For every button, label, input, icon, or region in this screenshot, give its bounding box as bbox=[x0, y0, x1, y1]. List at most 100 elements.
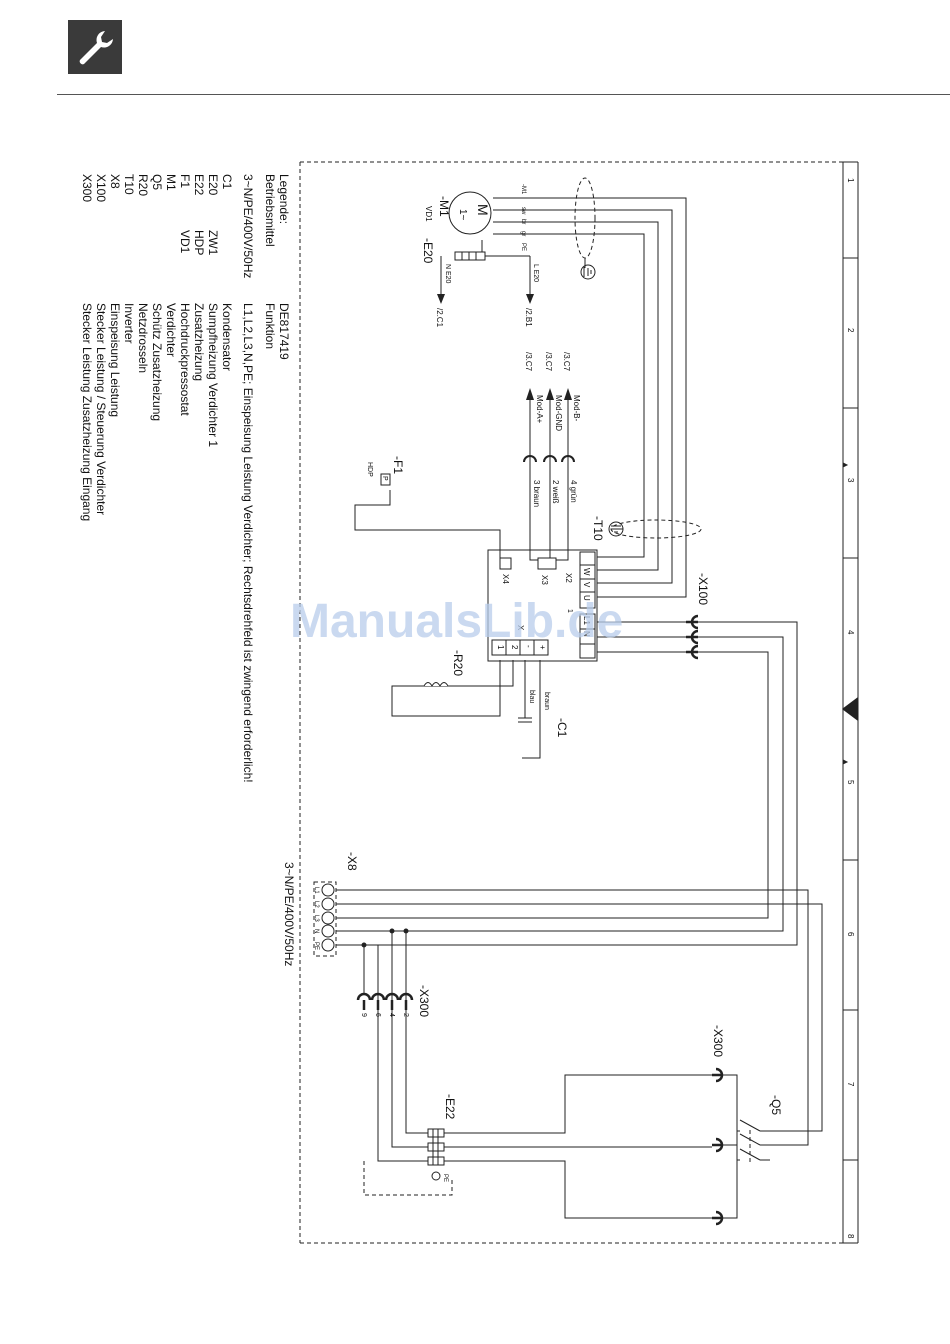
svg-text:N: N bbox=[582, 631, 591, 637]
legend-item-func: Verdichter bbox=[164, 303, 178, 357]
f1-pressostat: P -F1 HDP bbox=[366, 456, 405, 486]
svg-text:V: V bbox=[582, 582, 591, 588]
m1-pin: gr bbox=[520, 231, 526, 236]
legend-item-func: Netzdrosseln bbox=[136, 303, 150, 373]
svg-text:2: 2 bbox=[402, 1013, 409, 1017]
svg-text:1: 1 bbox=[566, 609, 573, 613]
dashed-lines bbox=[299, 161, 843, 1244]
x300-connector-right: -X300 bbox=[711, 1025, 725, 1226]
svg-text:+: + bbox=[538, 645, 547, 650]
svg-text:N: N bbox=[313, 929, 319, 933]
e22-ref: -E22 bbox=[443, 1094, 457, 1120]
svg-text:Mod-GND: Mod-GND bbox=[554, 395, 563, 431]
legend-item-id: X100 bbox=[94, 174, 108, 202]
legend-item-func: Schütz Zusatzheizung bbox=[150, 303, 164, 421]
legend-supply-label: 3~N/PE/400V/50Hz bbox=[241, 174, 255, 278]
wires bbox=[354, 197, 823, 1219]
f1-sub: HDP bbox=[366, 462, 373, 477]
legend-item-id: T10 bbox=[122, 174, 136, 195]
legend-item-id: F1 bbox=[178, 174, 192, 188]
legend-item-func: Stecker Leistung / Steuerung Verdichter bbox=[94, 303, 108, 515]
legend-item-func: Kondensator bbox=[220, 303, 234, 371]
svg-text:P: P bbox=[381, 476, 388, 481]
svg-text:L3: L3 bbox=[313, 915, 319, 922]
svg-text:Mod-B-: Mod-B- bbox=[572, 395, 581, 422]
m1-ref: -M1 bbox=[437, 196, 451, 217]
svg-text:L E20: L E20 bbox=[532, 264, 539, 282]
q5-ref: -Q5 bbox=[769, 1095, 783, 1115]
legend-supply-text: L1,L2,L3,N,PE; Einspeisung Leistung Verd… bbox=[241, 303, 255, 783]
q5-contactor bbox=[737, 1119, 770, 1161]
legend-item-id: M1 bbox=[164, 174, 178, 191]
ruler-label: 2 bbox=[846, 328, 855, 333]
x300-ref: -X300 bbox=[711, 1025, 725, 1057]
svg-text:L1: L1 bbox=[313, 887, 319, 894]
ruler-label: 3 bbox=[846, 478, 855, 483]
wrench-icon bbox=[79, 31, 113, 65]
svg-text:4 grün: 4 grün bbox=[569, 480, 578, 503]
c1-capacitor: -C1 braun blau bbox=[518, 690, 569, 738]
svg-text:braun: braun bbox=[543, 692, 550, 710]
legend-item-code: ZW1 bbox=[206, 230, 220, 256]
legend-item-id: E22 bbox=[192, 174, 206, 196]
e20-heater: -E20 N E20 L E20 /2.C1 /2.B1 bbox=[421, 238, 539, 328]
svg-text:X3: X3 bbox=[540, 575, 549, 585]
ruler-labels: 1 2 3 4 5 6 7 8 bbox=[846, 178, 855, 1239]
x8-supply: 3~N/PE/400V/50Hz bbox=[282, 862, 296, 966]
legend-title: Legende: bbox=[277, 174, 291, 224]
cable-shield bbox=[574, 177, 596, 280]
x100-connector: -X100 bbox=[686, 573, 710, 660]
t10-inverter: W V U X2 L1 N 1 X3 X4 + - 2 1 X -T10 bbox=[487, 516, 605, 662]
legend-doc-number: DE817419 bbox=[277, 303, 291, 360]
column-ruler bbox=[842, 161, 859, 1244]
legend-item-id: E20 bbox=[206, 174, 220, 196]
x8-ref: -X8 bbox=[345, 852, 359, 871]
svg-text:U: U bbox=[582, 595, 591, 601]
e20-n-ref: /2.C1 bbox=[435, 308, 444, 328]
ruler-label: 6 bbox=[846, 932, 855, 937]
svg-text:X2: X2 bbox=[564, 573, 573, 583]
motor-m1: M 1~ -M1 VD1 -M1 sw br gr PE bbox=[424, 184, 526, 251]
svg-text:PE: PE bbox=[313, 942, 319, 950]
svg-text:W: W bbox=[582, 568, 591, 576]
watermark: ManualsLib.de bbox=[290, 595, 623, 648]
modbus-lines: /3.C7 /3.C7 /3.C7 Mod-A+ Mod-GND Mod-B- … bbox=[523, 352, 581, 507]
x8-terminal: L1 L2 L3 N PE -X8 3~N/PE/400V/50Hz bbox=[282, 852, 359, 966]
r20-ref: -R20 bbox=[451, 650, 465, 676]
svg-text:PE: PE bbox=[442, 1174, 448, 1182]
m1-pin: br bbox=[520, 219, 526, 224]
legend-item-func: Zusatzheizung bbox=[192, 303, 206, 381]
legend-item-id: Q5 bbox=[150, 174, 164, 190]
f1-ref: -F1 bbox=[391, 456, 405, 474]
legend-item-func: Inverter bbox=[122, 303, 136, 344]
svg-text:blau: blau bbox=[528, 690, 535, 703]
svg-text:N E20: N E20 bbox=[444, 264, 451, 284]
header-rule bbox=[57, 94, 950, 95]
legend-col2-header: Funktion bbox=[263, 303, 277, 349]
m1-pin: sw bbox=[520, 207, 526, 215]
svg-text:1: 1 bbox=[496, 645, 505, 650]
x8-bus bbox=[336, 889, 612, 948]
ruler-label: 4 bbox=[846, 630, 855, 635]
svg-text:/3.C7: /3.C7 bbox=[562, 352, 571, 372]
ruler-label: 1 bbox=[846, 178, 855, 183]
legend-item-func: Einspeisung Leistung bbox=[108, 303, 122, 417]
e20-l-ref: /2.B1 bbox=[524, 308, 533, 327]
legend-item-id: X8 bbox=[108, 174, 122, 189]
m1-sub: VD1 bbox=[424, 206, 433, 222]
svg-text:X4: X4 bbox=[501, 574, 510, 584]
m1-pin: -M1 bbox=[520, 184, 526, 195]
e20-ref: -E20 bbox=[421, 238, 435, 264]
legend-item-func: Stecker Leistung Zusatzheizung Eingang bbox=[80, 303, 94, 521]
svg-text:2 weiß: 2 weiß bbox=[551, 480, 560, 504]
svg-text:M: M bbox=[475, 204, 491, 216]
ruler-label: 7 bbox=[846, 1082, 855, 1087]
svg-text:L2: L2 bbox=[313, 901, 319, 908]
svg-text:/3.C7: /3.C7 bbox=[544, 352, 553, 372]
x100-ref: -X100 bbox=[696, 573, 710, 605]
svg-text:Mod-A+: Mod-A+ bbox=[535, 395, 544, 424]
svg-text:2: 2 bbox=[510, 645, 519, 650]
r20-choke: -R20 bbox=[423, 650, 465, 688]
legend-item-id: X300 bbox=[80, 174, 94, 202]
